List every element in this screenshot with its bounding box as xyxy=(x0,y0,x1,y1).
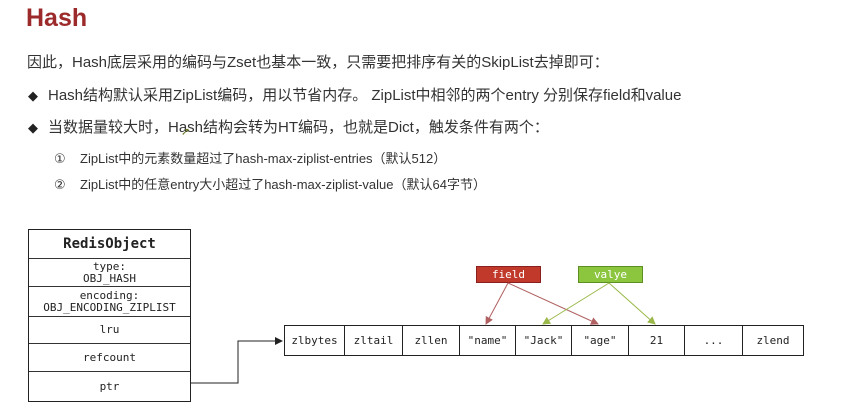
type-cell: type: OBJ_HASH xyxy=(29,258,190,286)
field-arrow-name xyxy=(485,282,509,325)
diamond-bullet-icon: ◆ xyxy=(28,120,38,135)
diamond-bullet-icon: ◆ xyxy=(28,88,38,103)
refcount-cell: refcount xyxy=(29,343,190,371)
ziplist-cell-ellipsis: ... xyxy=(684,326,742,355)
value-arrow-jack xyxy=(542,282,610,325)
ptr-arrow xyxy=(191,337,283,384)
circled-number: ① xyxy=(54,152,66,167)
bullet-text: Hash结构默认采用ZipList编码，用以节省内存。 ZipList中相邻的两… xyxy=(48,87,682,104)
ziplist-cell-zlend: zlend xyxy=(742,326,803,355)
ptr-cell: ptr xyxy=(29,371,190,401)
intro-text: 因此，Hash底层采用的编码与Zset也基本一致，只需要把排序有关的SkipLi… xyxy=(27,54,609,71)
redis-object-title: RedisObject xyxy=(63,236,156,252)
encoding-value: OBJ_ENCODING_ZIPLIST xyxy=(43,300,176,314)
page-title: Hash xyxy=(26,4,88,32)
ziplist-structure: zlbytes zltail zllen "name" "Jack" "age"… xyxy=(284,325,804,356)
field-tag: field xyxy=(476,266,541,283)
field-arrow-age xyxy=(507,282,599,325)
encoding-label: encoding: xyxy=(79,288,140,302)
condition-item-1: ① ZipList中的元素数量超过了hash-max-ziplist-entrie… xyxy=(54,148,446,167)
ziplist-cell-field-age: "age" xyxy=(571,326,628,355)
condition-item-2: ② ZipList中的任意entry大小超过了hash-max-ziplist-v… xyxy=(54,174,486,193)
mouse-cursor-icon: ➚ xyxy=(181,126,191,138)
ziplist-cell-zllen: zllen xyxy=(402,326,459,355)
type-value: OBJ_HASH xyxy=(83,271,136,285)
bullet-text: 当数据量较大时，Hash结构会转为HT编码，也就是Dict，触发条件有两个： xyxy=(48,119,549,136)
encoding-cell: encoding: OBJ_ENCODING_ZIPLIST xyxy=(29,286,190,316)
ziplist-cell-value-21: 21 xyxy=(628,326,684,355)
bullet-item-ziplist: ◆ Hash结构默认采用ZipList编码，用以节省内存。 ZipList中相邻的… xyxy=(28,84,681,105)
type-label: type: xyxy=(92,259,127,273)
redis-object-box: RedisObject type: OBJ_HASH encoding: OBJ… xyxy=(28,229,191,402)
bullet-item-ht: ◆ 当数据量较大时，Hash结构会转为HT编码，也就是Dict，触发条件有两个： xyxy=(28,116,549,137)
value-tag: valye xyxy=(578,266,643,283)
ziplist-cell-zlbytes: zlbytes xyxy=(291,334,338,347)
condition-text: ZipList中的任意entry大小超过了hash-max-ziplist-va… xyxy=(80,177,486,192)
ziplist-cell-value-jack: "Jack" xyxy=(515,326,571,355)
ziplist-cell-field-name: "name" xyxy=(459,326,515,355)
circled-number: ② xyxy=(54,178,66,193)
value-arrow-21 xyxy=(608,282,656,325)
lru-cell: lru xyxy=(29,316,190,343)
condition-text: ZipList中的元素数量超过了hash-max-ziplist-entries… xyxy=(80,151,447,166)
ziplist-cell-zltail: zltail xyxy=(344,326,402,355)
